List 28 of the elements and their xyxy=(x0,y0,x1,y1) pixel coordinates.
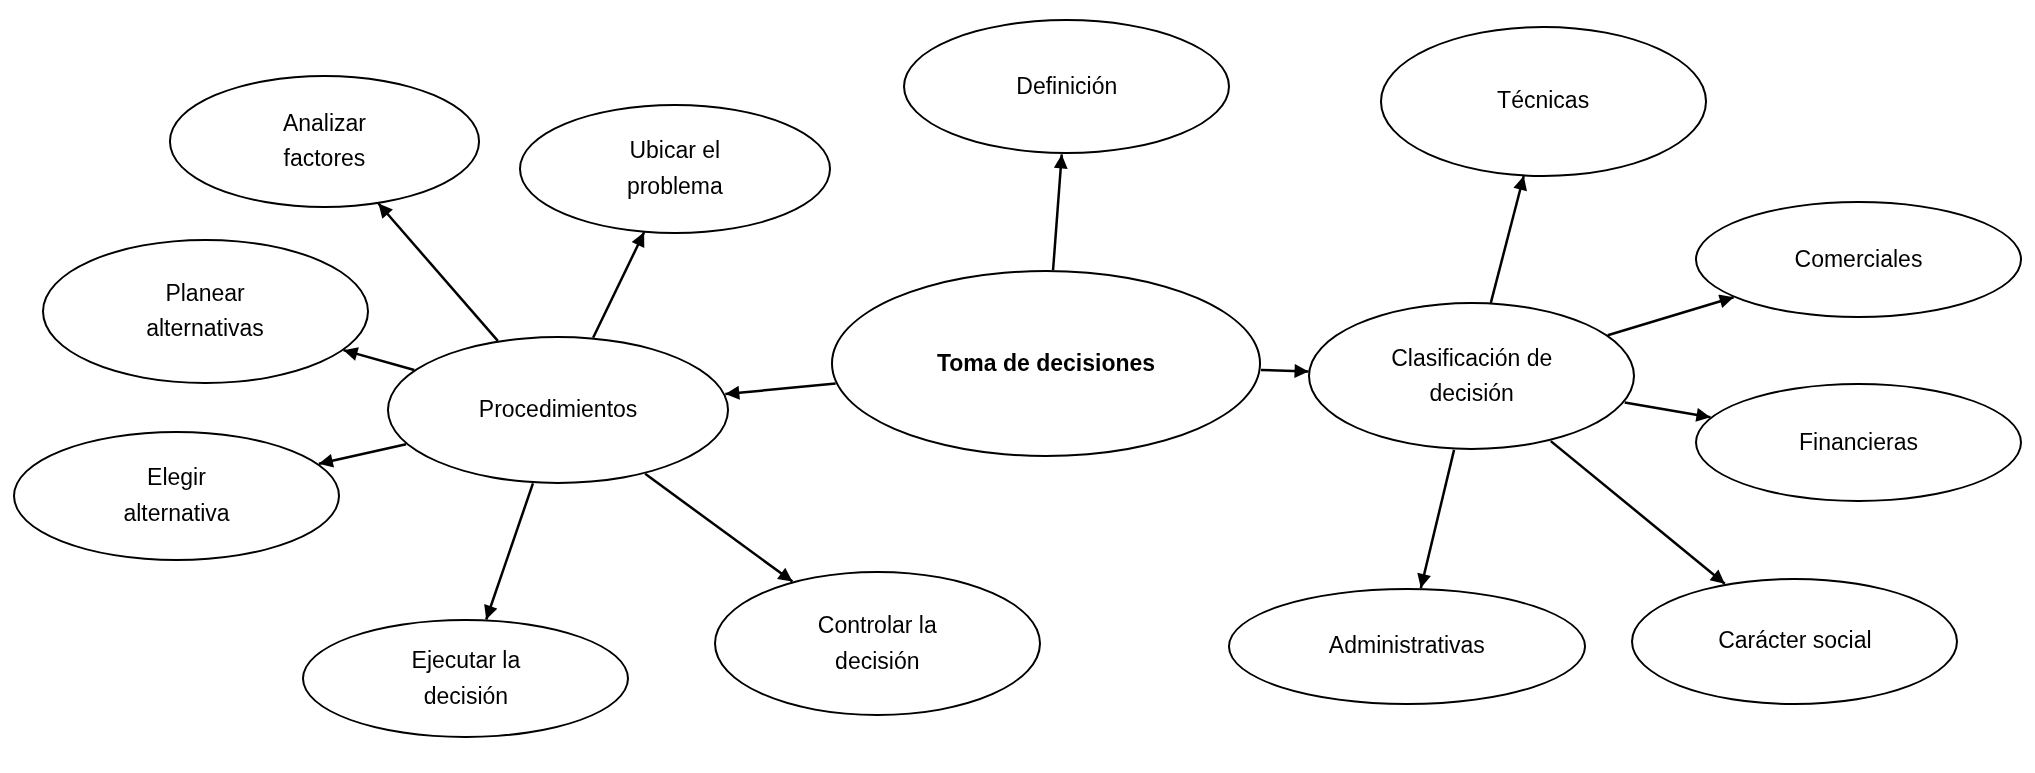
arrow xyxy=(1417,449,1456,589)
node-label: Controlar la decisión xyxy=(816,611,938,676)
node-label: Financieras xyxy=(1799,427,1918,457)
arrow xyxy=(1051,154,1068,271)
arrow xyxy=(644,472,794,583)
node-label: Ubicar el problema xyxy=(625,136,724,201)
node-label: Procedimientos xyxy=(478,395,638,425)
node-label: Administrativas xyxy=(1328,631,1485,661)
node-label: Planear alternativas xyxy=(145,278,265,344)
arrow xyxy=(318,443,407,468)
node-label: Técnicas xyxy=(1497,86,1590,116)
node-label: Clasificación de decisión xyxy=(1390,343,1554,409)
arrow xyxy=(592,231,646,339)
node-label: Ejecutar la decisión xyxy=(410,646,522,711)
node-label: Carácter social xyxy=(1718,626,1872,656)
node-label: Comerciales xyxy=(1794,244,1923,274)
arrow xyxy=(1489,175,1527,304)
node-label: Analizar factores xyxy=(281,108,367,174)
arrow xyxy=(1550,440,1726,585)
arrow xyxy=(377,202,499,342)
node-label: Toma de decisiones xyxy=(936,348,1156,378)
arrow xyxy=(343,347,415,372)
arrow xyxy=(484,482,535,620)
arrow xyxy=(1624,401,1711,422)
node-label: Definición xyxy=(1016,72,1118,102)
arrow xyxy=(1607,294,1734,337)
arrow xyxy=(1260,363,1309,378)
node-label: Elegir alternativa xyxy=(122,463,231,528)
